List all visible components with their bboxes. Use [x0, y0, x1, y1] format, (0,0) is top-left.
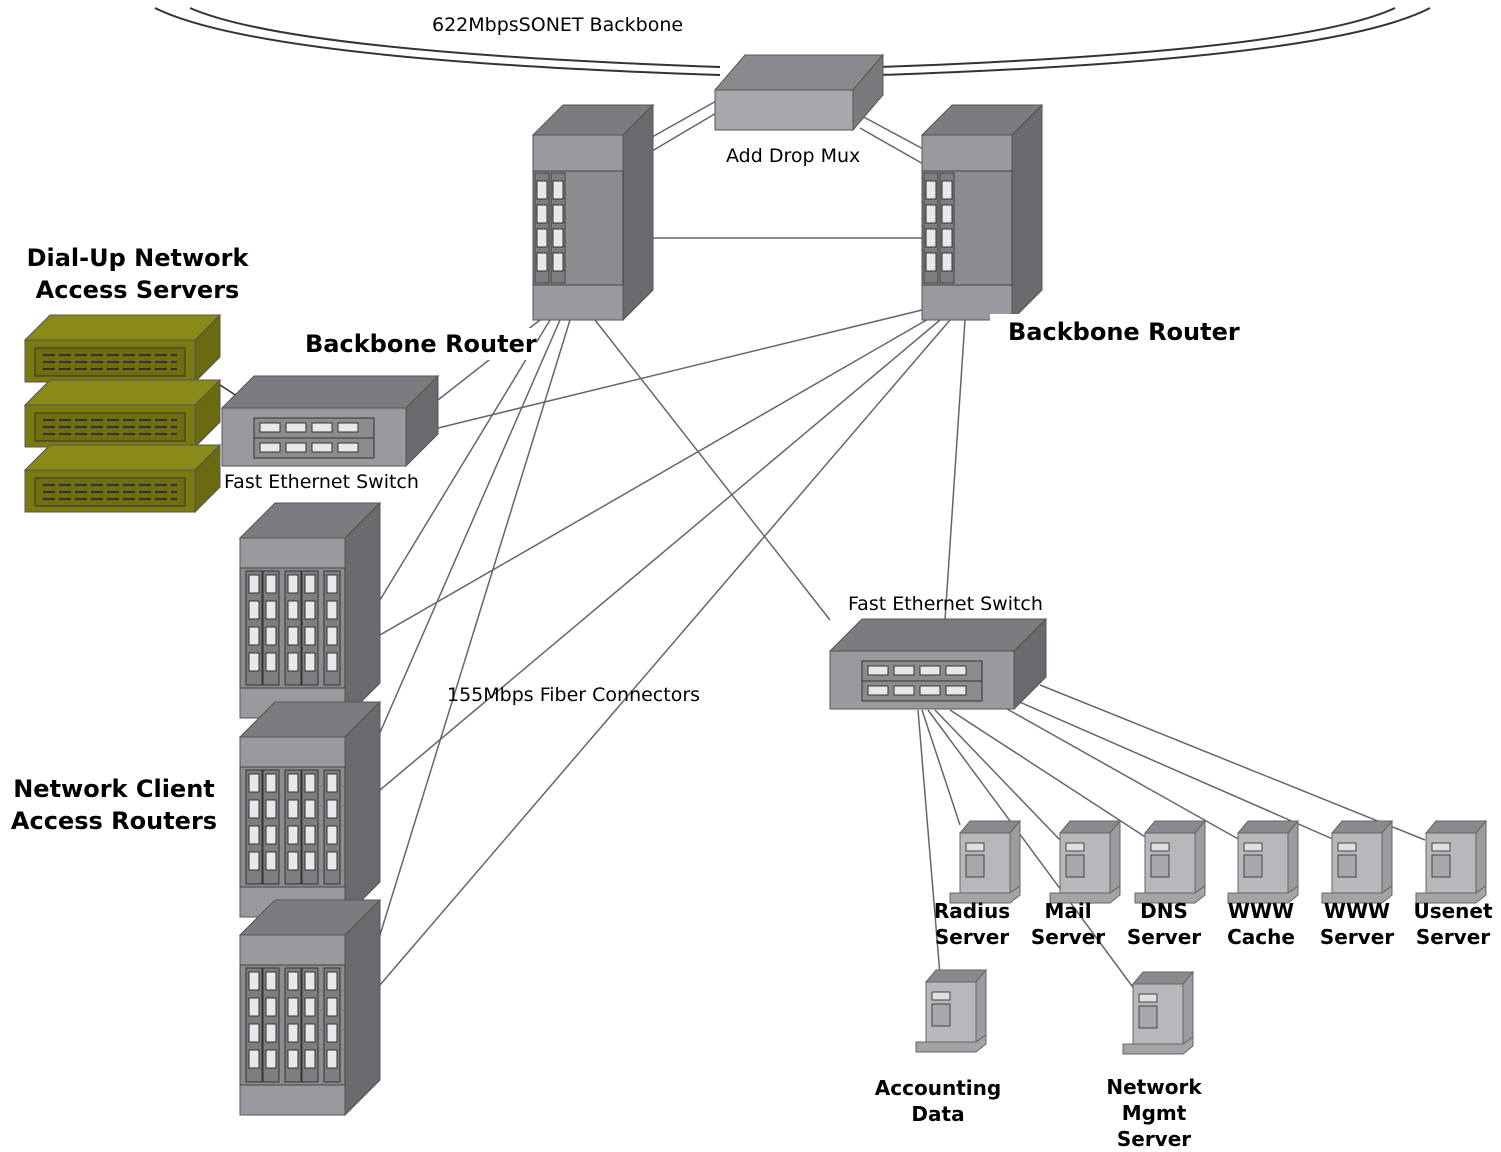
client-routers-label-line1: Network Client: [13, 775, 215, 803]
network-mgmt-label-line2: Mgmt: [1121, 1101, 1187, 1125]
network-mgmt-label-line1: Network: [1106, 1075, 1202, 1099]
fast-ethernet-switch-left: [221, 375, 439, 467]
www-server: [1321, 820, 1393, 904]
backbone-router-right: [921, 104, 1043, 321]
switch-right-label: Fast Ethernet Switch: [848, 593, 1043, 615]
dialup-label-line1: Dial-Up Network: [26, 244, 249, 272]
radius-server: [949, 820, 1021, 904]
backbone-router-left: [532, 104, 654, 321]
client-router-2: [239, 701, 381, 918]
usenet-server: [1415, 820, 1487, 904]
sonet-backbone-label: 622MbpsSONET Backbone: [432, 14, 684, 36]
dns-server-label-line2: Server: [1126, 925, 1202, 949]
client-routers-label-line2: Access Routers: [10, 807, 218, 835]
dns-server-label-line1: DNS: [1140, 899, 1188, 923]
mail-server-label-line1: Mail: [1044, 899, 1092, 923]
fast-ethernet-switch-right: [829, 618, 1047, 710]
dialup-label: Dial-Up Network Access Servers: [15, 242, 260, 314]
www-cache-label-line2: Cache: [1227, 925, 1295, 949]
radius-server-label-line1: Radius: [933, 899, 1011, 923]
dialup-label-line2: Access Servers: [35, 276, 240, 304]
dns-server-label: DNS Server: [1114, 898, 1214, 950]
network-mgmt-server: [1122, 971, 1194, 1055]
dns-server: [1134, 820, 1206, 904]
www-server-label-line2: Server: [1319, 925, 1395, 949]
dialup-server-stack: [24, 314, 241, 513]
network-mgmt-label-line3: Server: [1116, 1127, 1192, 1151]
client-router-3: [239, 899, 381, 1116]
sonet-backbone-ring: [154, 7, 1431, 76]
add-drop-mux: [713, 53, 885, 132]
usenet-server-label: Usenet Server: [1403, 898, 1501, 950]
network-mgmt-label: Network Mgmt Server: [1090, 1074, 1218, 1152]
www-cache-label-line1: WWW: [1227, 899, 1295, 923]
backbone-router-left-label: Backbone Router: [305, 328, 537, 360]
fiber-connectors-label: 155Mbps Fiber Connectors: [447, 684, 701, 706]
www-server-label-line1: WWW: [1323, 899, 1391, 923]
radius-server-label-line2: Server: [934, 925, 1010, 949]
accounting-data-server: [915, 969, 987, 1053]
client-router-1: [239, 502, 381, 719]
www-server-label: WWW Server: [1307, 898, 1407, 950]
mail-server: [1049, 820, 1121, 904]
client-routers-label: Network Client Access Routers: [0, 773, 228, 845]
radius-server-label: Radius Server: [922, 898, 1022, 950]
mail-server-label-line2: Server: [1030, 925, 1106, 949]
adm-label: Add Drop Mux: [726, 145, 861, 167]
mail-server-label: Mail Server: [1018, 898, 1118, 950]
switch-left-label: Fast Ethernet Switch: [224, 471, 419, 493]
www-cache-server: [1227, 820, 1299, 904]
accounting-data-label: Accounting Data: [862, 1075, 1014, 1135]
www-cache-label: WWW Cache: [1211, 898, 1311, 950]
usenet-server-label-line2: Server: [1415, 925, 1491, 949]
usenet-server-label-line1: Usenet: [1413, 899, 1493, 923]
backbone-router-right-label: Backbone Router: [990, 314, 1258, 350]
accounting-data-label-line2: Data: [911, 1102, 965, 1126]
connection-lines: [354, 99, 1426, 991]
accounting-data-label-line1: Accounting: [874, 1076, 1002, 1100]
